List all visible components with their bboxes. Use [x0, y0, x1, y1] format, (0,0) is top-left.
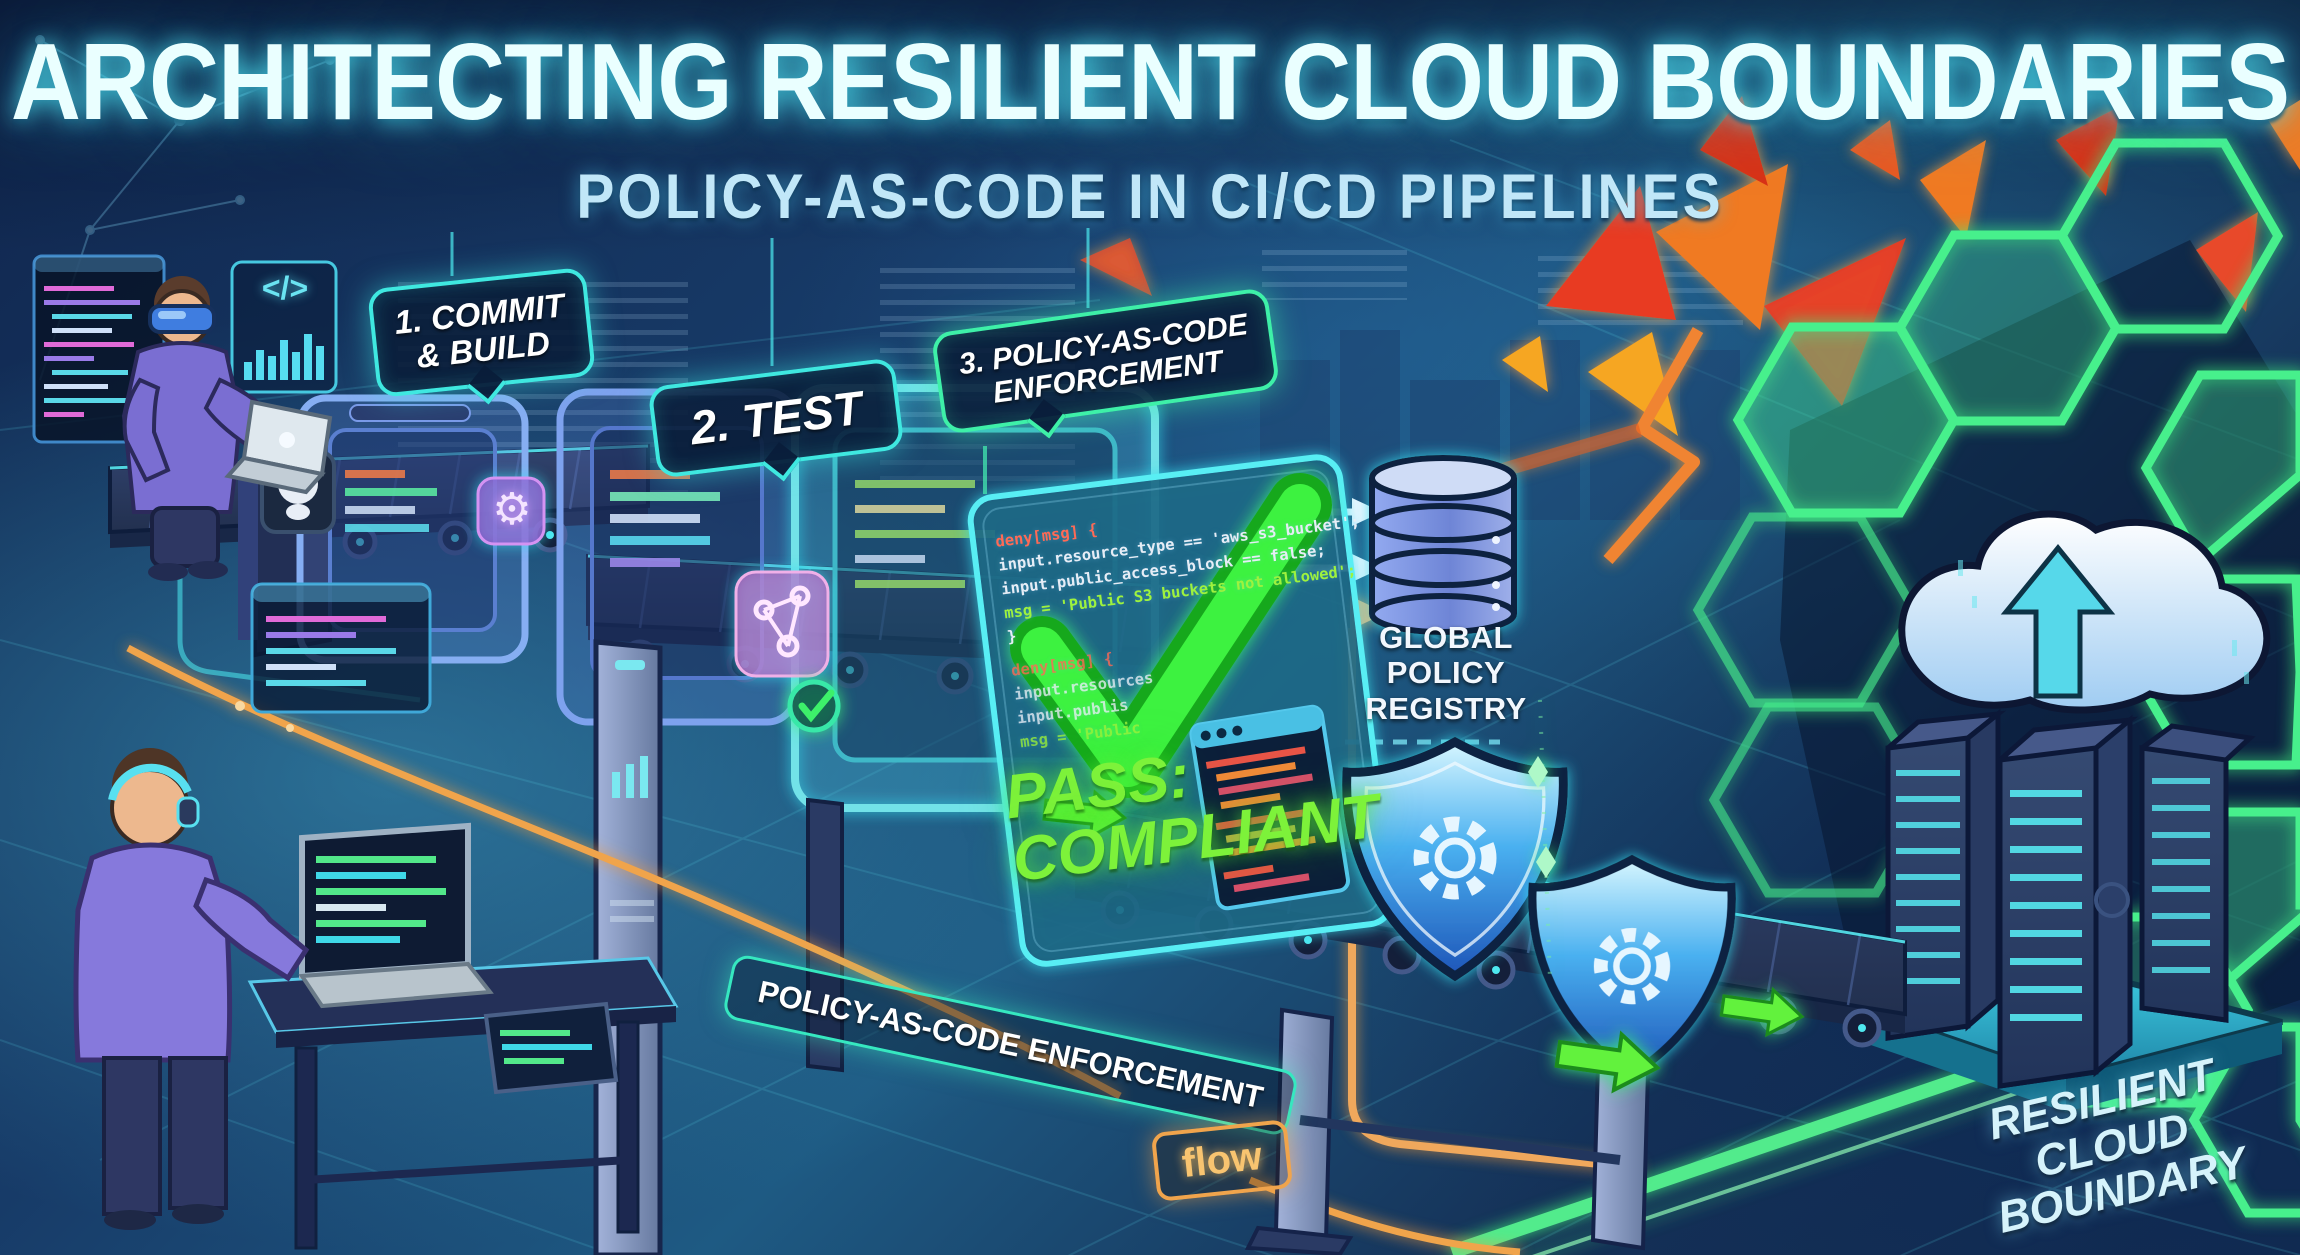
laptop-icon: [298, 822, 494, 1009]
code-chart-panel: [230, 260, 338, 394]
breach-explosion-graphic: [1080, 96, 2300, 564]
server-rack-icon: [2139, 723, 2256, 1023]
network-badge-icon: [734, 570, 830, 678]
gear-icon: ⚙: [492, 485, 532, 534]
sparkle-icons: [1528, 699, 1556, 981]
registry-label: GLOBAL POLICY REGISTRY: [1364, 620, 1528, 726]
upload-arrow-icon: [2000, 544, 2116, 699]
developer-figure-standing: [121, 276, 333, 581]
laptop-icon: [224, 399, 333, 495]
server-rack-icon: [1997, 714, 2138, 1089]
mini-check-badge-icon: [787, 679, 841, 733]
registry-label-line: POLICY: [1386, 655, 1506, 691]
city-skyline-silhouette: [1260, 330, 1740, 520]
code-brackets-icon: </>: [261, 270, 309, 306]
registry-label-line: REGISTRY: [1365, 690, 1527, 726]
policy-shield-icon: [1342, 736, 1568, 982]
background-code-texture: [1262, 250, 1407, 300]
stage-label-line: 2. TEST: [687, 380, 865, 455]
database-icon: [1369, 455, 1517, 635]
registry-label-line: GLOBAL: [1379, 620, 1513, 655]
protected-cloud-platform: [1861, 510, 2283, 1112]
developer-figure-seated: [73, 748, 310, 1230]
code-window-small: [1189, 704, 1351, 911]
page-subtitle: POLICY-AS-CODE IN CI/CD PIPELINES: [576, 161, 1724, 233]
bar-chart-icon: [244, 334, 324, 380]
data-rain-dashes: [1958, 560, 2249, 684]
floating-code-window: [250, 582, 432, 714]
conveyor-legs: [1244, 1007, 1651, 1255]
flow-tag-label: flow: [1150, 1119, 1294, 1202]
tablet-icon: [483, 1001, 619, 1095]
gear-badge: [476, 476, 546, 546]
green-checkmark-icon: [1010, 473, 1332, 798]
stage-label-commit-build: 1. COMMIT & BUILD: [366, 266, 596, 398]
gear-emblem-icon: [1413, 816, 1497, 900]
cloud-upload-icon: [1898, 510, 2271, 714]
flow-direction-arrows: [1042, 789, 1805, 1094]
label-stem-lines: [177, 228, 1090, 703]
policy-code-text: deny[msg] { input.resource_type == 'aws_…: [994, 489, 1360, 754]
page-title: ARCHITECTING RESILIENT CLOUD BOUNDARIES: [10, 20, 2290, 143]
gear-emblem-icon: [1593, 927, 1671, 1005]
